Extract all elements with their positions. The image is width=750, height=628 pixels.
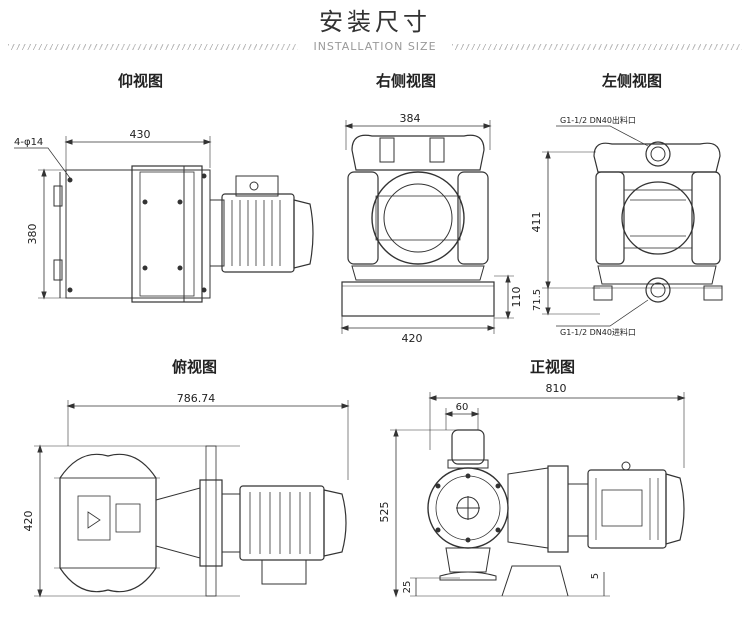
- dim-front-height: 525: [378, 502, 391, 523]
- page-title: 安装尺寸: [319, 8, 431, 36]
- right-view-drawing: [340, 120, 514, 334]
- dim-front-length: 810: [546, 382, 567, 395]
- dim-top-length: 786.74: [177, 392, 216, 405]
- dim-front-gap: 5: [590, 573, 601, 579]
- dim-right-base-height: 110: [510, 287, 523, 308]
- title-divider-left: [8, 44, 298, 50]
- dim-front-foot: 25: [402, 581, 413, 594]
- dim-right-base-width: 420: [402, 332, 423, 345]
- dim-left-offset: 71.5: [532, 289, 543, 311]
- left-view-label: 左侧视图: [602, 72, 663, 90]
- top-view-label: 俯视图: [172, 358, 218, 376]
- dim-bottom-height: 380: [26, 224, 39, 245]
- page-subtitle: INSTALLATION SIZE: [313, 40, 437, 53]
- dim-left-inlet: G1-1/2 DN40进料口: [560, 327, 636, 337]
- front-view-label: 正视图: [530, 358, 576, 376]
- left-view-drawing: [542, 125, 723, 327]
- bottom-view-drawing: [14, 136, 314, 303]
- front-view-drawing: [390, 392, 686, 598]
- dim-left-height: 411: [530, 212, 543, 233]
- dim-right-width: 384: [400, 112, 421, 125]
- dim-left-outlet: G1-1/2 DN40出料口: [560, 115, 636, 125]
- dim-bottom-holes: 4-φ14: [14, 137, 43, 148]
- dim-top-width: 420: [22, 511, 35, 532]
- right-view-label: 右侧视图: [376, 72, 437, 90]
- title-divider-right: [452, 44, 742, 50]
- top-view-drawing: [34, 400, 350, 598]
- bottom-view-label: 仰视图: [118, 72, 164, 90]
- dim-front-port: 60: [456, 402, 469, 413]
- dim-bottom-width: 430: [130, 128, 151, 141]
